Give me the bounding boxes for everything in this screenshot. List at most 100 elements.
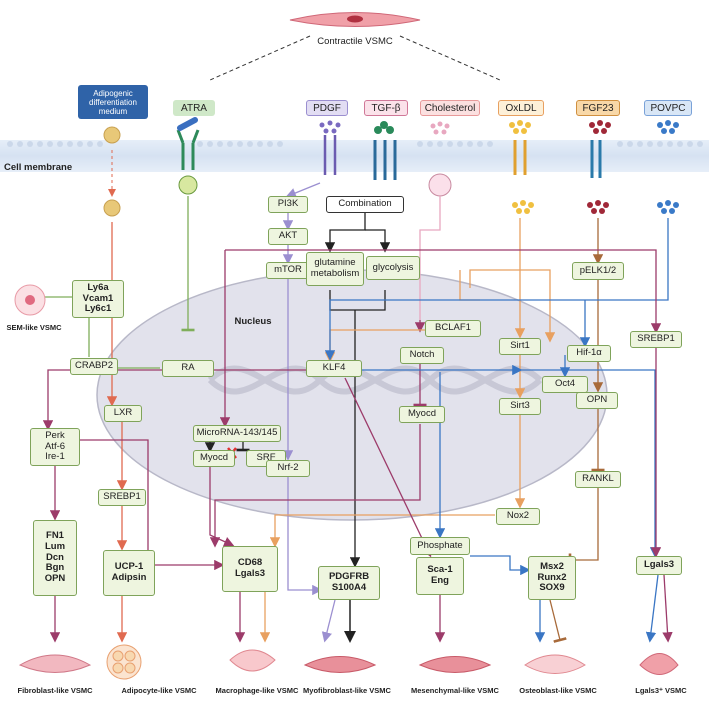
- mesenchymal-cell-shape: [418, 656, 492, 673]
- outcome-osteoblast: Osteoblast-like VSMC: [519, 686, 597, 695]
- node-bgn: Bgn: [45, 562, 65, 574]
- node-sox9: SOX9: [539, 582, 565, 594]
- node-srebp1-right: SREBP1: [630, 331, 682, 348]
- oct4-to-lgals3: [520, 369, 661, 558]
- tgfb-receptor: [373, 140, 397, 180]
- node-ra: RA: [162, 360, 214, 377]
- stimulus-tgfb: TGF-β: [364, 100, 408, 116]
- node-ucp1: UCP-1: [114, 561, 144, 573]
- node-opn-left: OPN: [44, 573, 66, 585]
- node-hif: Hif-1α: [567, 345, 611, 362]
- adipogenic-clusters: [103, 126, 121, 217]
- outcome-mesenchymal: Mesenchymal-like VSMC: [411, 686, 499, 695]
- node-srebp1-left: SREBP1: [98, 489, 146, 506]
- node-sca1: Sca-1: [427, 564, 453, 576]
- lgals3-to-lgals3-cell-blue: [645, 574, 659, 643]
- rankl-inhibit-msx2: [568, 488, 599, 567]
- node-phosphate: Phosphate: [410, 537, 470, 555]
- node-atf6: Atf-6: [44, 440, 66, 452]
- outcome-myofibroblast: Myofibroblast-like VSMC: [303, 686, 391, 695]
- atra-drug-icon: [177, 117, 198, 131]
- stimulus-cholesterol: Cholesterol: [420, 100, 480, 116]
- fibroblast-cell-shape: [18, 654, 92, 673]
- node-ly6c1: Ly6c1: [84, 303, 112, 315]
- atra-vesicle: [178, 175, 198, 195]
- node-klf4: KLF4: [306, 360, 362, 377]
- node-opn: OPN: [576, 392, 618, 409]
- macrophage-cell-shape: [229, 649, 276, 672]
- top-to-srebp1-right: [225, 249, 662, 334]
- combination-to-glutamine: [324, 212, 366, 253]
- node-perk: Perk: [45, 429, 65, 441]
- atra-receptor: [176, 129, 200, 170]
- oxldl-dots: [509, 120, 534, 214]
- node-s100a4: S100A4: [331, 582, 367, 593]
- node-akt: AKT: [268, 228, 308, 245]
- dashed-line-right: [399, 35, 501, 81]
- node-fn1-group: FN1 Lum Dcn Bgn OPN: [33, 520, 77, 596]
- outcome-sem: SEM-like VSMC: [6, 323, 62, 332]
- node-glycolysis: glycolysis: [366, 256, 420, 280]
- fgf23-receptor: [590, 140, 602, 178]
- msx2-inhibit-line: [549, 599, 567, 643]
- node-lum: Lum: [44, 540, 66, 552]
- node-runx2: Runx2: [537, 571, 567, 583]
- outcome-adipocyte: Adipocyte-like VSMC: [121, 686, 197, 695]
- node-crabp2: CRABP2: [70, 358, 118, 375]
- nox2-to-cd68: [269, 514, 495, 548]
- adipocyte-cell-shape: [106, 644, 142, 680]
- outcome-lgals3: Lgals3⁺ VSMC: [635, 686, 687, 695]
- node-msx2-group: Msx2 Runx2 SOX9: [528, 556, 576, 600]
- contractile-vsmc-title: Contractile VSMC: [317, 36, 393, 47]
- node-ire1: Ire-1: [45, 451, 65, 463]
- phosphate-to-msx2: [470, 555, 531, 576]
- node-lxr: LXR: [104, 405, 142, 422]
- node-pdgfrb: PDGFRB: [328, 571, 370, 583]
- node-sirt3: Sirt3: [499, 398, 541, 415]
- node-nox2: Nox2: [496, 508, 540, 525]
- stimulus-atra: ATRA: [173, 100, 215, 116]
- dashed-line-left: [209, 35, 311, 81]
- stimulus-povpc: POVPC: [644, 100, 692, 116]
- node-rankl: RANKL: [575, 471, 621, 488]
- perk-to-cd68: [80, 439, 225, 571]
- membrane-lipid-dots: [7, 141, 703, 147]
- combination-to-glycolysis: [365, 229, 391, 253]
- node-msx2: Msx2: [540, 560, 564, 572]
- dna-strand-b: [207, 365, 543, 395]
- cell-membrane-label: Cell membrane: [4, 162, 73, 173]
- node-lgals3-left: Lgals3: [234, 568, 266, 579]
- myocd-left-to-cd68: [209, 466, 235, 547]
- node-perk-group: Perk Atf-6 Ire-1: [30, 428, 80, 466]
- node-pi3k: PI3K: [268, 196, 308, 213]
- node-oct4: Oct4: [542, 376, 588, 393]
- membrane-band: [0, 140, 709, 172]
- oxldl-receptor: [513, 140, 527, 175]
- stimulus-pdgf: PDGF: [306, 100, 348, 116]
- cholesterol-dots: [430, 121, 450, 135]
- stimulus-adipogenic: Adipogenic differentiation medium: [78, 85, 148, 119]
- pdgfrb-to-myofibroblast: [321, 599, 336, 643]
- myocd-to-cd68: [209, 424, 421, 548]
- contractile-cell-nucleus: [347, 15, 363, 23]
- outcome-macrophage: Macrophage-like VSMC: [215, 686, 299, 695]
- cholesterol-line: [419, 196, 441, 320]
- node-pelk: pELK1/2: [572, 262, 624, 280]
- node-cd68: CD68: [237, 557, 263, 569]
- node-ucp1-group: UCP-1 Adipsin: [103, 550, 155, 596]
- cholesterol-vesicle: [428, 173, 452, 197]
- node-ly6a: Ly6a: [87, 281, 109, 293]
- povpc-dots: [657, 120, 679, 214]
- node-sirt1: Sirt1: [499, 338, 541, 355]
- tgfb-ligand-dots: [374, 121, 394, 134]
- node-bclaf1: BCLAF1: [425, 320, 481, 337]
- pdgf-to-pi3k: [285, 182, 321, 198]
- nucleus-ellipse: [96, 269, 608, 521]
- pdgf-receptor: [323, 135, 337, 175]
- node-nrf2: Nrf-2: [266, 460, 310, 477]
- pdgf-ligand-dots: [319, 120, 341, 134]
- node-myocd-mid: Myocd: [399, 406, 445, 423]
- node-glutamine: glutamine metabolism: [306, 252, 364, 286]
- outcome-fibroblast: Fibroblast-like VSMC: [17, 686, 93, 695]
